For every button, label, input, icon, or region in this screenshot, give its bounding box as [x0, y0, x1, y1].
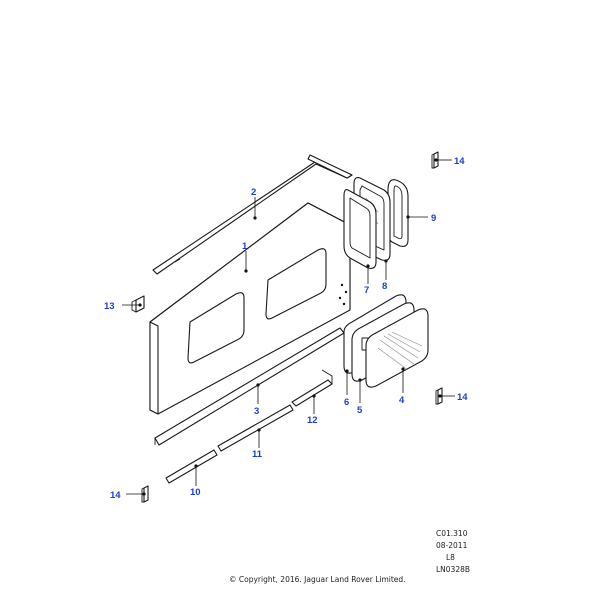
diagram-code: C01.310 — [436, 529, 468, 538]
callout-5: 5 — [357, 405, 363, 416]
part-14-clip-bottom — [141, 485, 149, 503]
callout-14-right: 14 — [457, 392, 468, 403]
callout-8: 8 — [382, 281, 387, 292]
callout-6: 6 — [344, 397, 349, 408]
part-2-top-seal — [152, 154, 353, 275]
callout-1: 1 — [242, 241, 248, 252]
callout-14-top: 14 — [454, 156, 465, 167]
callout-9: 9 — [431, 213, 436, 224]
leader-lines — [122, 158, 455, 496]
diagram-ref: LN0328B — [436, 565, 470, 574]
part-12-seal — [291, 369, 333, 407]
callout-7: 7 — [364, 285, 369, 296]
callout-14-bottom: 14 — [110, 490, 121, 501]
part-13-clip — [131, 295, 145, 313]
callout-12: 12 — [307, 415, 318, 426]
callout-3: 3 — [254, 406, 259, 417]
callout-10: 10 — [190, 487, 201, 498]
part-14-clip-top — [431, 151, 439, 169]
callout-13: 13 — [104, 301, 115, 312]
diagram-level: L8 — [446, 553, 455, 562]
diagram-date: 08-2011 — [436, 541, 468, 550]
part-10-seal — [165, 449, 218, 484]
part-4-glass — [365, 308, 429, 388]
part-1-body-panel — [149, 202, 351, 415]
callout-2: 2 — [251, 187, 256, 198]
part-11-seal — [217, 404, 294, 452]
copyright-notice: © Copyright, 2016. Jaguar Land Rover Lim… — [229, 575, 406, 584]
callout-4: 4 — [399, 395, 405, 406]
callout-11: 11 — [252, 449, 263, 460]
part-9-seal-frame — [387, 179, 409, 247]
